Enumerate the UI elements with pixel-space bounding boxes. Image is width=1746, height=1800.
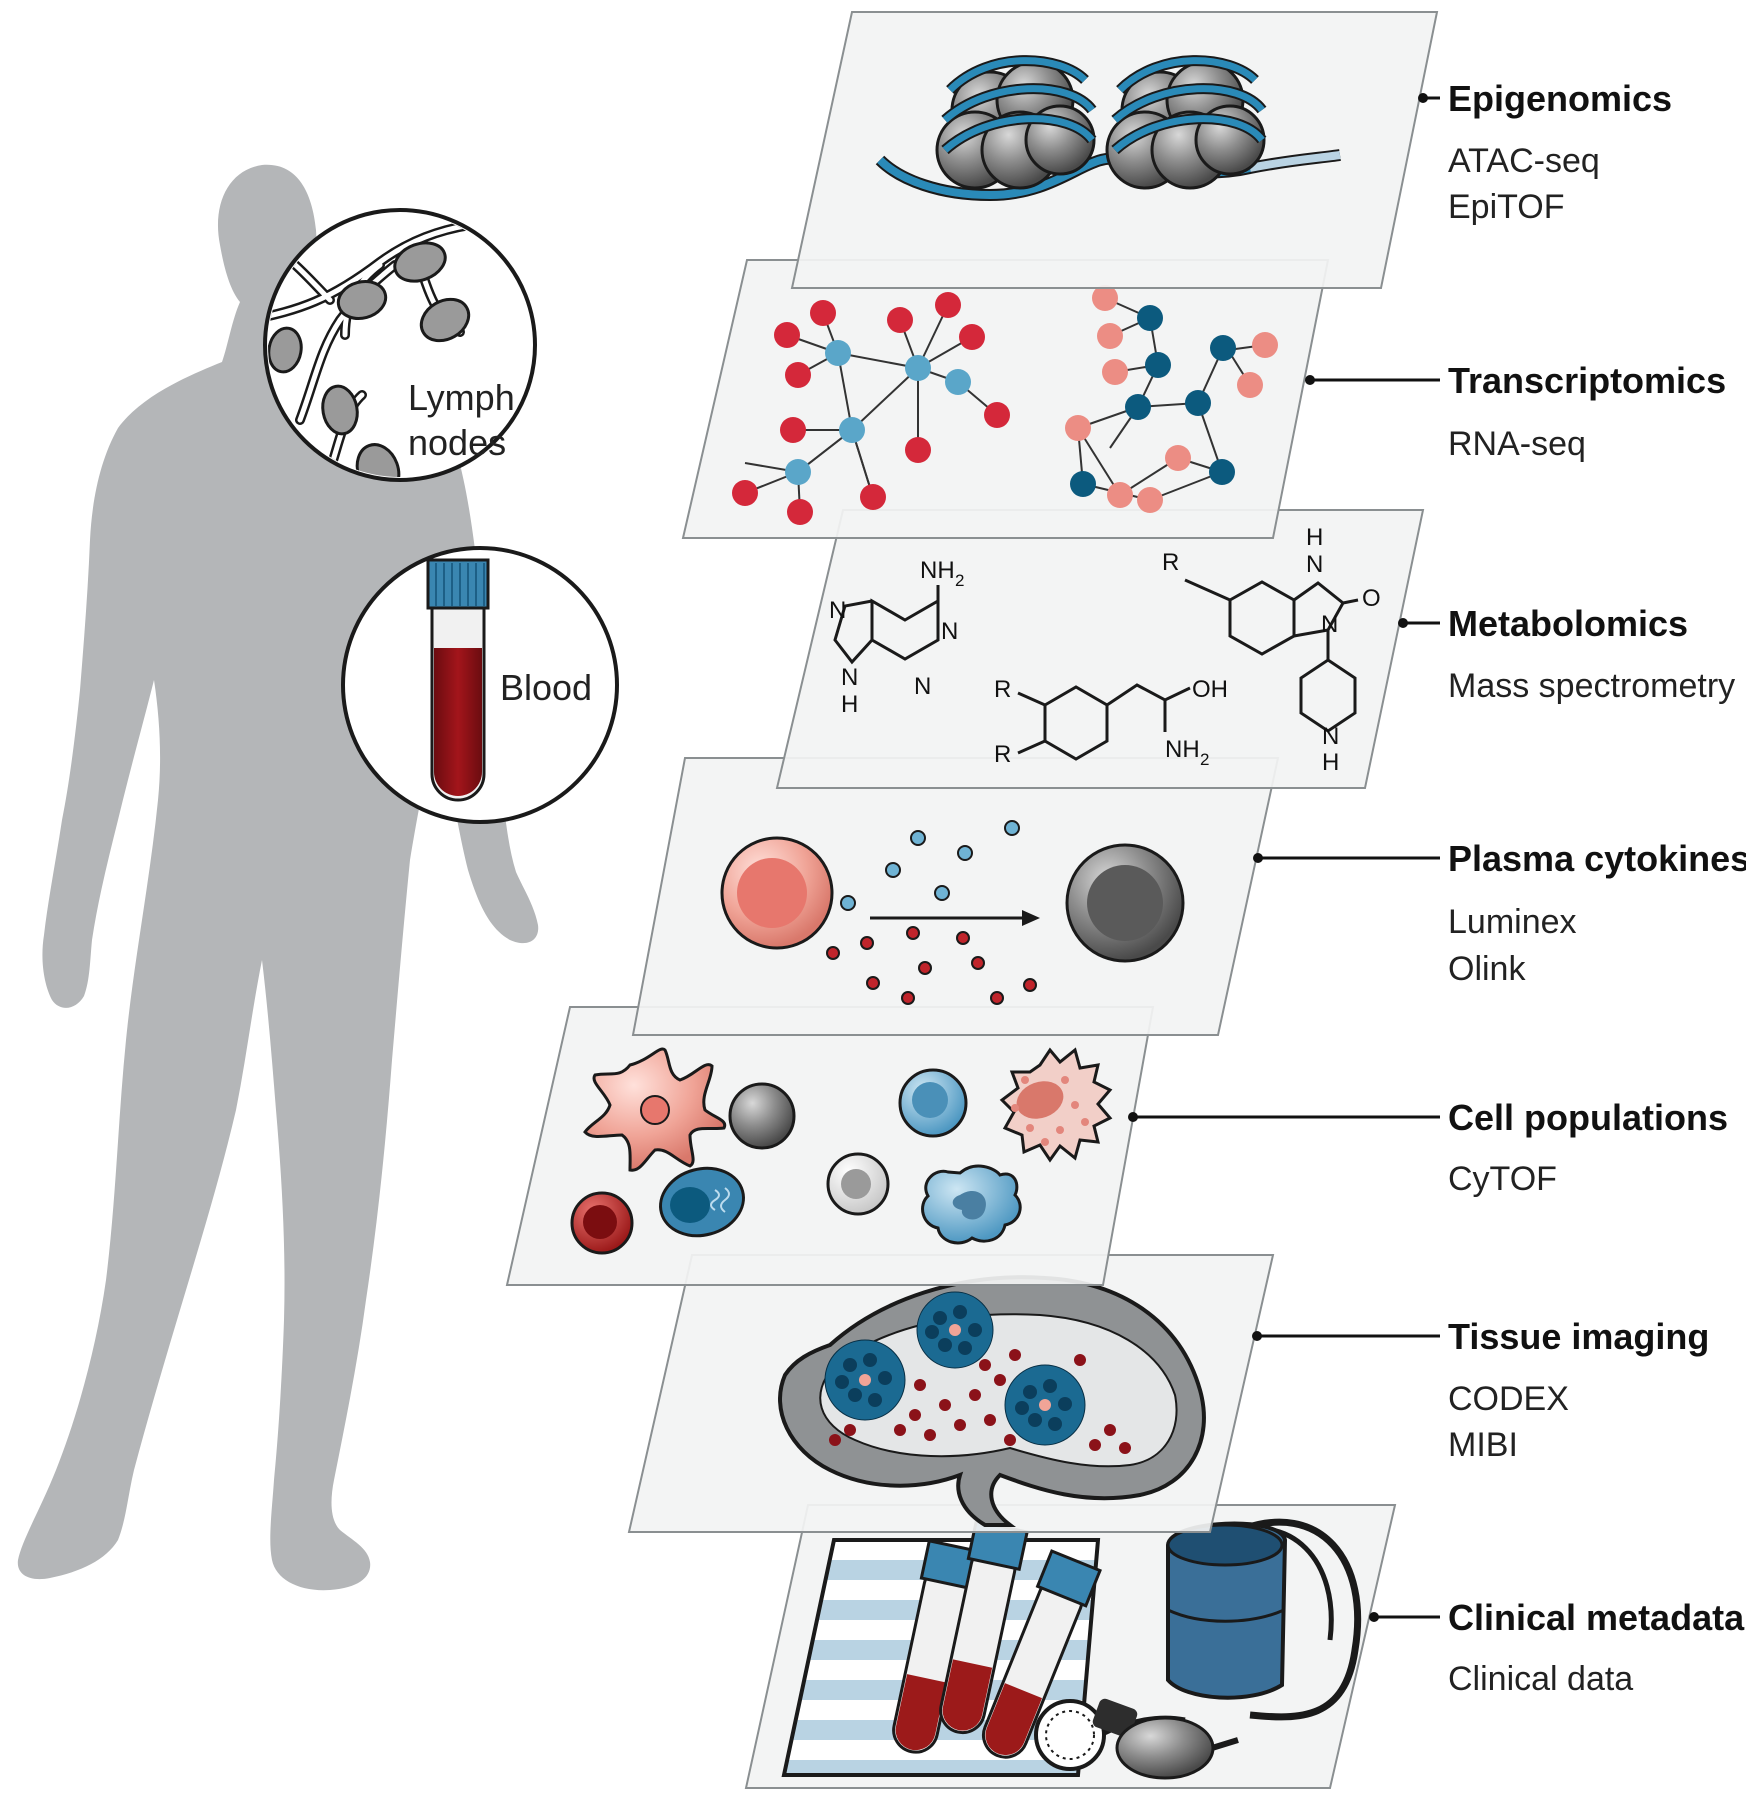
layer-method-olink: Olink [1448,950,1526,988]
layer-method-epitof: EpiTOF [1448,188,1565,226]
layer-title-tissue-imaging: Tissue imaging [1448,1316,1709,1357]
svg-text:H: H [841,691,858,718]
svg-text:NH: NH [1165,736,1200,763]
svg-text:N: N [829,597,846,624]
layer-transcriptomics: Transcriptomics RNA-seq [681,259,1726,539]
lymph-nodes-inset: Lymph nodes [263,208,537,482]
layer-cell-populations: Cell populations CyTOF [505,1006,1728,1286]
layer-method-codex: CODEX [1448,1380,1569,1418]
svg-text:2: 2 [1200,750,1209,769]
layer-title-plasma-cytokines: Plasma cytokines [1448,838,1746,879]
layer-clinical-metadata: Clinical metadata Clinical data [744,1504,1745,1789]
plane-transcriptomics [681,259,1330,539]
svg-text:NH: NH [920,557,955,584]
layer-method-atac-seq: ATAC-seq [1448,142,1600,180]
svg-text:O: O [1362,585,1381,612]
layer-title-transcriptomics: Transcriptomics [1448,360,1726,401]
layer-title-clinical-metadata: Clinical metadata [1448,1597,1745,1638]
blood-pressure-cuff-icon [1034,1518,1362,1780]
blood-inset: Blood [341,546,619,824]
svg-text:N: N [841,664,858,691]
blood-tube-icon [426,558,490,802]
sample-tubes-icon [892,1519,1102,1759]
svg-text:N: N [1322,723,1339,750]
svg-text:2: 2 [955,571,964,590]
nucleosome-dna-icon [875,55,1341,202]
gene-network-icon [732,285,1278,525]
blood-label: Blood [500,667,592,708]
layer-method-clinical-data: Clinical data [1448,1660,1633,1698]
layer-method-luminex: Luminex [1448,903,1577,941]
layer-title-cell-populations: Cell populations [1448,1097,1728,1138]
immune-cells-icon [570,1047,1113,1255]
lymph-node-section-icon [778,1275,1206,1527]
layer-method-mibi: MIBI [1448,1426,1518,1464]
svg-text:R: R [1162,549,1179,576]
layer-tissue-imaging: Tissue imaging CODEX MIBI [627,1254,1709,1533]
svg-text:H: H [1306,524,1323,551]
layer-method-rna-seq: RNA-seq [1448,425,1586,463]
svg-text:N: N [914,673,931,700]
layer-title-metabolomics: Metabolomics [1448,603,1688,644]
layer-plasma-cytokines: Plasma cytokines Luminex Olink [631,757,1746,1036]
lymph-label-line2: nodes [408,422,506,463]
svg-text:N: N [941,618,958,645]
svg-text:N: N [1321,611,1338,638]
svg-text:R: R [994,741,1011,768]
layer-title-epigenomics: Epigenomics [1448,78,1672,119]
layer-method-mass-spectrometry: Mass spectrometry [1448,667,1735,705]
svg-text:H: H [1322,749,1339,776]
layer-metabolomics: NH 2 N N N N H R R OH NH 2 R N [775,509,1735,789]
layer-method-cytof: CyTOF [1448,1160,1557,1198]
chemical-structures-icon: NH 2 N N N N H R R OH NH 2 R N [829,524,1381,776]
lymph-label-line1: Lymph [408,377,515,418]
human-silhouette-icon [17,164,539,1591]
svg-text:R: R [994,676,1011,703]
svg-text:N: N [1306,551,1323,578]
svg-text:OH: OH [1192,676,1228,703]
cytokine-secretion-icon [720,820,1185,1005]
layer-epigenomics: Epigenomics ATAC-seq EpiTOF [790,11,1672,289]
